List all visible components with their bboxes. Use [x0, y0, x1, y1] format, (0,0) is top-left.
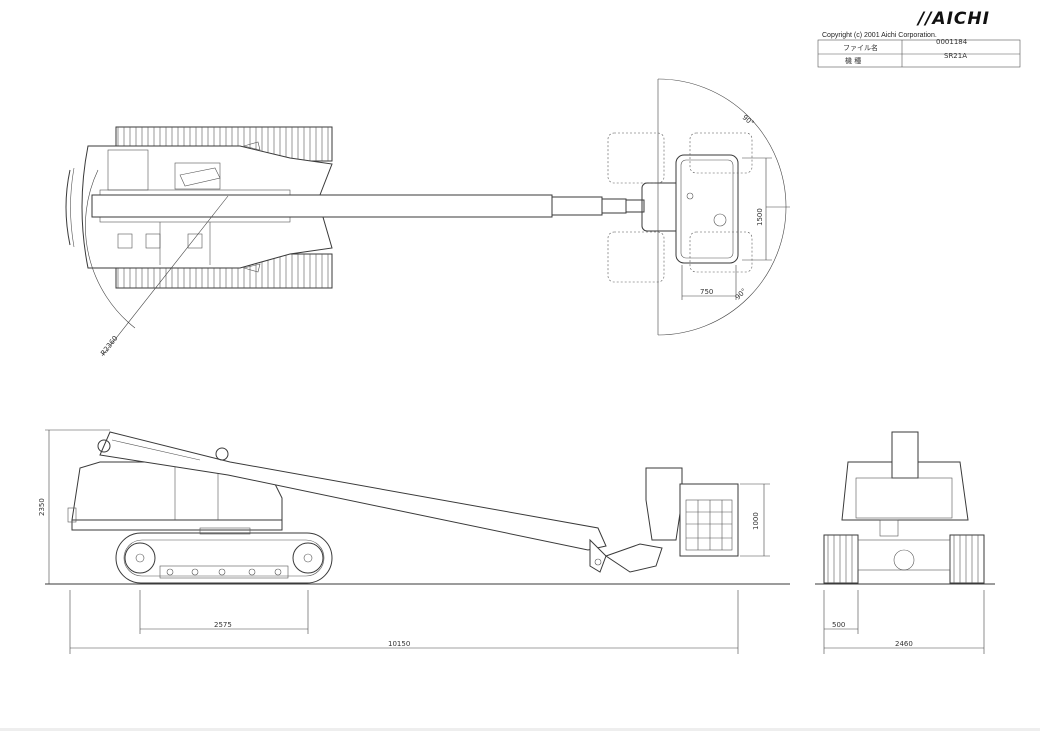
file-label: ファイル名 [843, 43, 878, 52]
rear-track-left [823, 534, 859, 584]
boom-plan [91, 194, 645, 218]
basket-side [645, 467, 739, 557]
rear-view: 500 2460 [815, 431, 995, 654]
rear-boom [891, 431, 919, 479]
title-table [817, 39, 1021, 68]
overall-height-dim: 2350 [38, 498, 46, 516]
plan-view: 90° 90° 1500 750 R2360 [65, 78, 790, 357]
boom-side [97, 431, 663, 573]
aichi-logo: //AICHI [916, 9, 990, 29]
rear-body [841, 461, 969, 521]
overall-width-dim: 2460 [895, 640, 913, 648]
tail-radius-arc [85, 169, 136, 329]
platform-depth-dim: 1500 [756, 208, 764, 226]
title-block: //AICHI Copyright (c) 2001 Aichi Corpora… [817, 9, 1021, 68]
side-view: 2350 1000 2575 10150 [38, 429, 790, 654]
crawler-side [115, 532, 333, 584]
wheelbase-dim: 2575 [214, 621, 232, 629]
rotation-top-label: 90° [741, 113, 756, 127]
tail-radius-dim: R2360 [99, 334, 119, 357]
model-label: 機 種 [845, 56, 861, 65]
counterweight-tail [65, 169, 71, 246]
track-width-dim: 500 [832, 621, 845, 629]
hatch-3 [187, 233, 203, 249]
logo-text: //AICHI [916, 9, 990, 29]
model-value: SR21A [944, 52, 967, 60]
rear-track-right [949, 534, 985, 584]
overall-length-dim: 10150 [388, 640, 410, 648]
platform-plan [607, 132, 753, 283]
hatch-1 [117, 233, 133, 249]
platform-width-dim: 750 [700, 288, 713, 296]
basket-height-dim: 1000 [752, 512, 760, 530]
control-box [713, 213, 727, 227]
copyright-text: Copyright (c) 2001 Aichi Corporation. [822, 32, 937, 39]
file-value: 0001184 [936, 38, 968, 46]
bottom-rule [0, 728, 1040, 731]
